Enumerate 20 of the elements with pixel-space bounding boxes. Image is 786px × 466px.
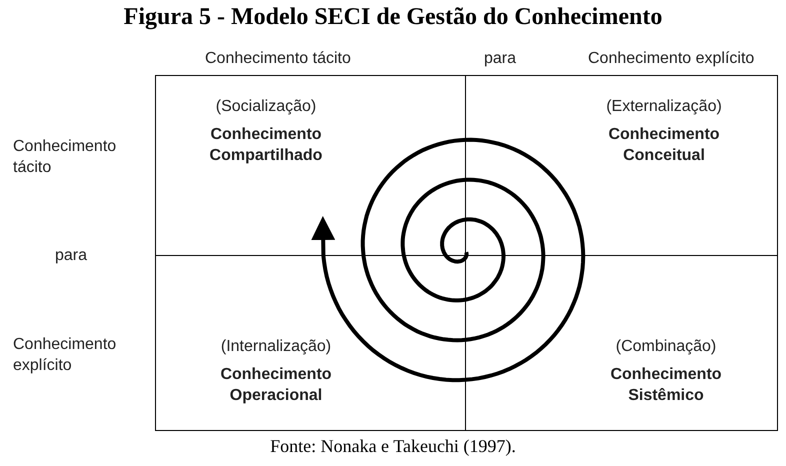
figure-caption: Fonte: Nonaka e Takeuchi (1997). bbox=[269, 436, 517, 457]
mode-label: (Socialização) bbox=[214, 98, 318, 116]
knowledge-type-label: Conhecimento Operacional bbox=[219, 365, 333, 406]
axis-label: Conhecimento tácito bbox=[12, 137, 118, 178]
mode-label: (Internalização) bbox=[220, 338, 332, 356]
mode-label: (Combinação) bbox=[614, 338, 718, 356]
axis-label: para bbox=[482, 49, 518, 69]
axis-label: Conhecimento explícito bbox=[588, 49, 756, 69]
quadrant-panel bbox=[155, 255, 466, 431]
knowledge-type-label: Conhecimento Sistêmico bbox=[609, 365, 723, 406]
mode-label: (Externalização) bbox=[605, 98, 723, 116]
axis-label: Conhecimento explícito bbox=[12, 335, 118, 376]
figure-title: Figura 5 - Modelo SECI de Gestão do Conhecimento bbox=[122, 4, 664, 31]
quadrant-panel bbox=[465, 75, 778, 256]
quadrant-panel bbox=[465, 255, 778, 431]
knowledge-type-label: Conhecimento Conceitual bbox=[607, 125, 721, 166]
axis-label: Conhecimento tácito bbox=[205, 49, 352, 69]
axis-label: para bbox=[54, 246, 88, 266]
quadrant-panel bbox=[155, 75, 466, 256]
knowledge-type-label: Conhecimento Compartilhado bbox=[208, 125, 324, 166]
